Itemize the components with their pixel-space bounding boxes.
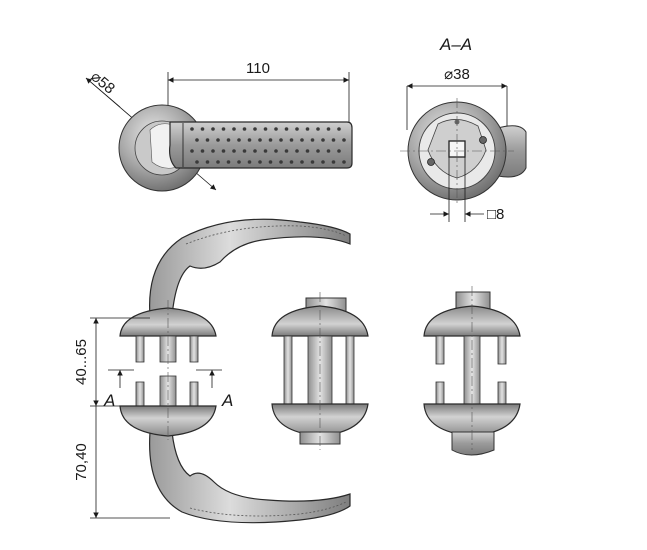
upper-pins bbox=[135, 335, 199, 363]
dim-rosette-label: ⌀58 bbox=[87, 68, 118, 98]
dim-length-label: 110 bbox=[246, 60, 270, 77]
dimple-dot bbox=[226, 160, 231, 164]
dimple-dot bbox=[242, 127, 247, 131]
upper-lever bbox=[149, 218, 351, 317]
dimple-dot bbox=[268, 160, 273, 164]
dimple-dot bbox=[284, 149, 289, 153]
section-lever-stub bbox=[497, 125, 527, 178]
dimple-dot bbox=[310, 160, 315, 164]
dimple-dot bbox=[190, 127, 194, 131]
dimple-dot bbox=[221, 149, 226, 153]
dimple-dot bbox=[289, 160, 294, 164]
lever-bar bbox=[169, 121, 353, 169]
dimple-dot bbox=[321, 160, 325, 164]
dimple-dot bbox=[321, 138, 325, 142]
lever-dimple-pattern bbox=[190, 127, 346, 164]
dimple-dot bbox=[247, 138, 252, 142]
dimple-dot bbox=[295, 149, 299, 153]
dim-door-thickness-label: 40...65 bbox=[73, 339, 90, 385]
side-view: A A 40...65 70,40 bbox=[73, 218, 351, 524]
dimple-dot bbox=[263, 149, 268, 153]
dimple-dot bbox=[232, 127, 236, 131]
dimple-dot bbox=[216, 138, 220, 142]
dimple-dot bbox=[316, 127, 320, 131]
section-mark-left: A bbox=[103, 391, 115, 410]
dimple-dot bbox=[316, 149, 320, 153]
dimple-dot bbox=[300, 160, 304, 164]
screw-hole-left bbox=[427, 158, 435, 166]
dimple-dot bbox=[284, 127, 289, 131]
dim-section-diameter-label: ⌀38 bbox=[444, 66, 470, 83]
dimple-dot bbox=[258, 160, 262, 164]
section-mark-right: A bbox=[221, 391, 233, 410]
section-title: A–A bbox=[439, 35, 472, 54]
screw-hole-right bbox=[479, 136, 487, 144]
dimple-dot bbox=[342, 160, 346, 164]
right-lever-stub bbox=[451, 431, 495, 456]
lower-lever bbox=[149, 431, 351, 524]
lower-pins bbox=[135, 375, 199, 407]
dimple-dot bbox=[268, 138, 273, 142]
dimple-dot bbox=[253, 127, 257, 131]
dimple-dot bbox=[295, 127, 299, 131]
top-view: 110 ⌀58 bbox=[85, 60, 353, 192]
dimple-dot bbox=[305, 127, 310, 131]
dimple-dot bbox=[211, 127, 215, 131]
dimple-dot bbox=[195, 138, 199, 142]
dimple-dot bbox=[331, 138, 336, 142]
dimple-dot bbox=[216, 160, 220, 164]
section-view: A–A ⌀38 □8 bbox=[400, 35, 527, 223]
dimple-dot bbox=[326, 149, 331, 153]
dimple-dot bbox=[274, 127, 278, 131]
dimple-dot bbox=[253, 149, 257, 153]
right-view bbox=[423, 286, 521, 456]
dimple-dot bbox=[200, 149, 205, 153]
dimple-dot bbox=[205, 160, 210, 164]
dimple-dot bbox=[289, 138, 294, 142]
dimple-dot bbox=[200, 127, 205, 131]
dimple-dot bbox=[247, 160, 252, 164]
dimple-dot bbox=[337, 149, 341, 153]
dimple-dot bbox=[211, 149, 215, 153]
dimple-dot bbox=[342, 138, 346, 142]
dimple-dot bbox=[190, 149, 194, 153]
dimple-dot bbox=[237, 138, 241, 142]
dimple-dot bbox=[195, 160, 199, 164]
dimple-dot bbox=[279, 160, 283, 164]
dimple-dot bbox=[258, 138, 262, 142]
dimple-dot bbox=[232, 149, 236, 153]
dimple-dot bbox=[300, 138, 304, 142]
dimple-dot bbox=[242, 149, 247, 153]
dimple-dot bbox=[310, 138, 315, 142]
dimple-dot bbox=[274, 149, 278, 153]
dimple-dot bbox=[221, 127, 226, 131]
dimple-dot bbox=[305, 149, 310, 153]
dimple-dot bbox=[226, 138, 231, 142]
middle-view bbox=[271, 292, 369, 450]
dim-square-label: □8 bbox=[487, 206, 504, 223]
dimple-dot bbox=[326, 127, 331, 131]
dimple-dot bbox=[279, 138, 283, 142]
dimple-dot bbox=[337, 127, 341, 131]
dimple-dot bbox=[263, 127, 268, 131]
dimple-dot bbox=[237, 160, 241, 164]
dimple-dot bbox=[205, 138, 210, 142]
dim-handle-height-label: 70,40 bbox=[73, 443, 90, 481]
dimple-dot bbox=[331, 160, 336, 164]
